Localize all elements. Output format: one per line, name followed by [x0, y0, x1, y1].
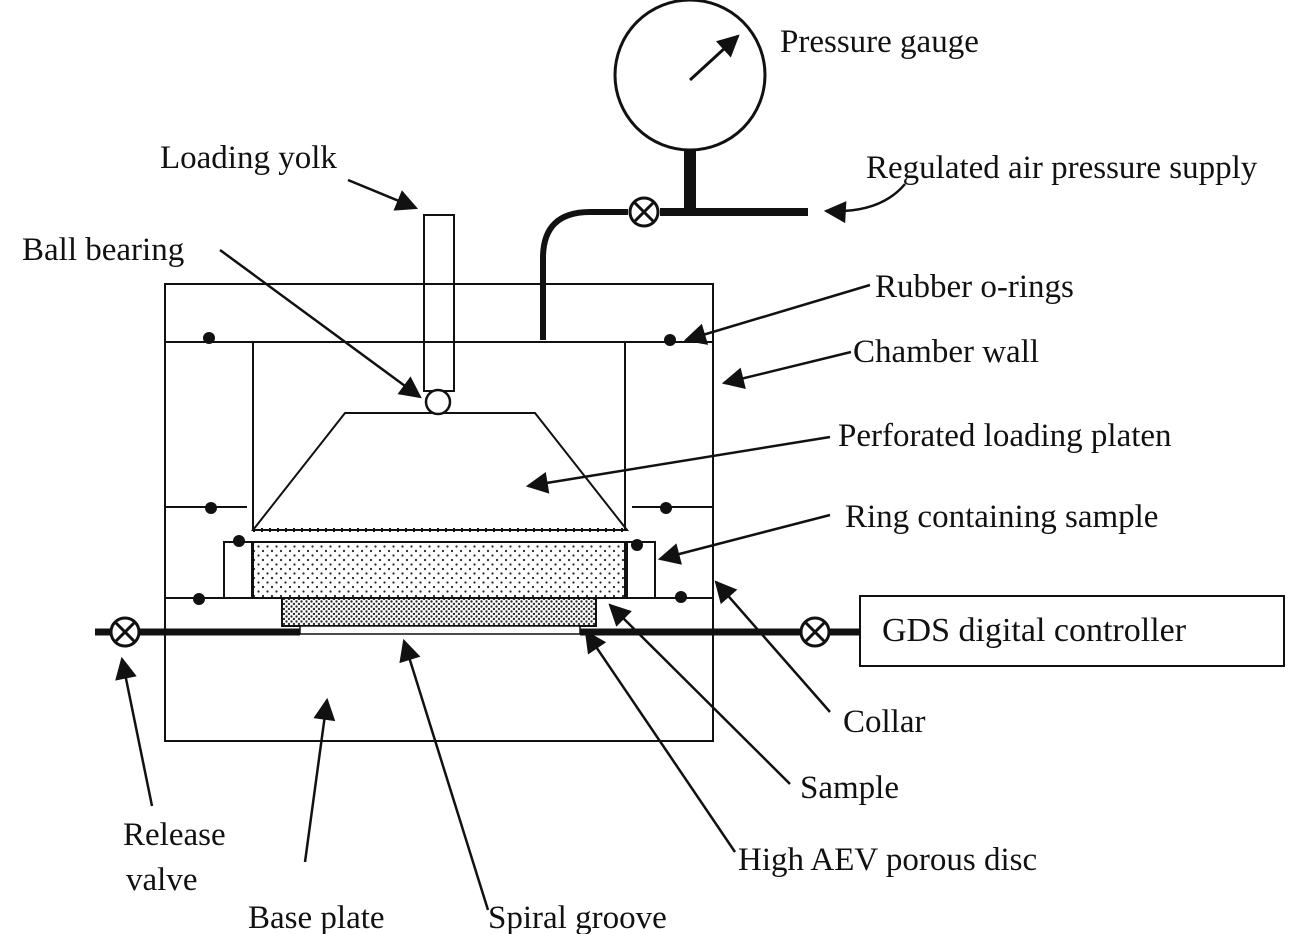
loading-yolk [423, 214, 455, 392]
rubber-orings-label: Rubber o-rings [875, 269, 1074, 305]
o-rings [193, 332, 687, 605]
release-valve-label-line2: valve [126, 862, 197, 898]
chamber [164, 283, 714, 742]
spiral-groove [299, 625, 581, 635]
pressure-gauge [613, 0, 767, 212]
high-aev-porous-disc [281, 597, 597, 627]
leader-lines [115, 178, 906, 911]
perforated-platen-label: Perforated loading platen [838, 418, 1172, 454]
collar-label: Collar [843, 704, 925, 740]
gds-controller-label: GDS digital controller [882, 612, 1187, 649]
spiral-groove-label: Spiral groove [488, 900, 667, 934]
sample [252, 541, 626, 599]
gds-controller: GDS digital controller [859, 595, 1285, 667]
regulated-air-label: Regulated air pressure supply [866, 150, 1258, 186]
base-plate-label: Base plate [248, 900, 385, 934]
loading-yolk-label: Loading yolk [160, 140, 337, 176]
ring-sample-label: Ring containing sample [845, 499, 1158, 535]
ball-bearing [424, 388, 452, 416]
high-aev-label: High AEV porous disc [738, 842, 1037, 878]
controller-valve-icon[interactable] [799, 616, 831, 648]
pressure-gauge-label: Pressure gauge [780, 24, 979, 60]
sample-label: Sample [800, 770, 899, 806]
air-valve-icon[interactable] [628, 196, 660, 228]
ball-bearing-label: Ball bearing [22, 232, 184, 268]
air-supply-line [540, 208, 808, 340]
perforated-loading-platen [250, 412, 630, 532]
release-valve-icon[interactable] [109, 616, 141, 648]
release-valve-label-line1: Release [123, 817, 226, 853]
chamber-wall-label: Chamber wall [853, 334, 1039, 370]
